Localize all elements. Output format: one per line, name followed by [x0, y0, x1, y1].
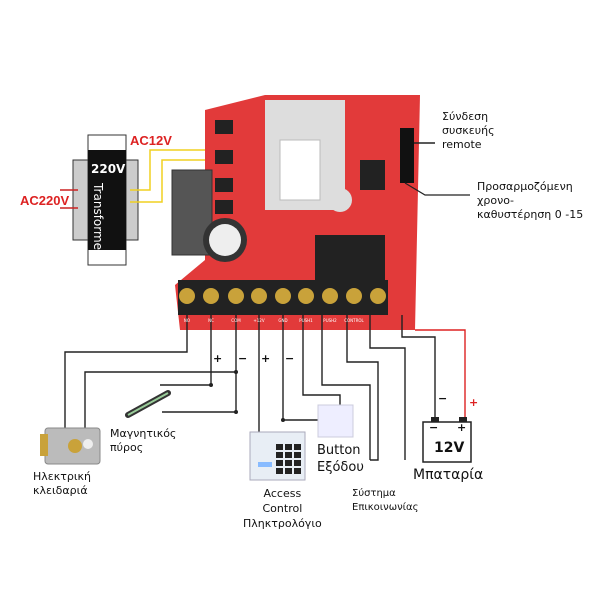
wires [64, 315, 436, 461]
terminal-screw [228, 288, 244, 304]
terminal-screw [275, 288, 291, 304]
keypad-key [285, 460, 292, 466]
terminal-screw [298, 288, 314, 304]
transformer [60, 134, 139, 266]
remote-line: remote [442, 138, 482, 151]
keypad-key [285, 452, 292, 458]
lock-line: Ηλεκτρική [33, 470, 91, 483]
minus-sign: − [285, 352, 295, 365]
terminal-screw [346, 288, 362, 304]
keypad-key [294, 468, 301, 474]
keypad-image [249, 431, 306, 481]
keypad-key [276, 460, 283, 466]
battery-positive-wire [415, 329, 466, 418]
minus-sign: − [238, 352, 248, 365]
delay-line: Προσαρμοζόμενη [477, 180, 573, 193]
remote-line: συσκευής [442, 124, 495, 137]
lock-line: κλειδαριά [33, 484, 88, 497]
battery-label: Μπαταρία [413, 467, 484, 483]
electric-lock-image [40, 427, 101, 465]
keypad-line: Access [263, 487, 302, 500]
magnet-line: πύρος [110, 441, 144, 454]
battery-wire-plus: + [469, 396, 479, 409]
comm-line: Σύστημα [352, 488, 396, 499]
remote-line: Σύνδεση [442, 110, 489, 123]
delay-line: χρονο- [477, 194, 514, 207]
terminal-screw [179, 288, 195, 304]
keypad-key [276, 468, 283, 474]
transformer-text: Transformer [91, 182, 106, 256]
terminal-screw [370, 288, 386, 304]
terminal-screw [203, 288, 219, 304]
button-line: Button [317, 443, 361, 458]
exit-button-image [317, 404, 354, 438]
battery-minus: − [429, 421, 439, 434]
battery-wire-minus: − [438, 392, 448, 405]
terminal-label: PUSH2 [323, 318, 337, 323]
battery-image [422, 417, 472, 463]
keypad-key [294, 452, 301, 458]
terminal-label: NC [208, 318, 214, 323]
terminal-label: COM [231, 318, 241, 323]
keypad-line: Πληκτρολόγιο [243, 517, 322, 530]
terminal-label: +12V [253, 318, 265, 323]
delay-line: καθυστέρηση 0 -15 [477, 208, 584, 221]
keypad-key [285, 468, 292, 474]
battery-plus: + [457, 421, 467, 434]
magnet-line: Μαγνητικός [110, 427, 177, 440]
magnetic-lock-image [125, 390, 171, 418]
keypad-key [294, 444, 301, 450]
controller-board [171, 95, 420, 330]
plus-sign: + [261, 352, 271, 365]
button-line: Εξόδου [317, 460, 364, 475]
keypad-key [276, 444, 283, 450]
ac-wire [130, 159, 205, 203]
terminal-label: GND [278, 318, 288, 323]
keypad-line: Control [262, 502, 303, 515]
keypad-key [276, 452, 283, 458]
keypad-key [294, 460, 301, 466]
plus-sign: + [213, 352, 223, 365]
transformer-voltage: 220V [91, 162, 126, 176]
delay-pointer [404, 182, 470, 196]
terminal-label: PUSH1 [299, 318, 313, 323]
comm-line: Επικοινωνίας [352, 502, 419, 513]
terminal-label: NO [183, 318, 191, 323]
ac12v-label: AC12V [130, 133, 172, 148]
keypad-key [285, 444, 292, 450]
ac220v-label: AC220V [20, 193, 70, 208]
terminal-screw [322, 288, 338, 304]
ac-wire [130, 149, 205, 191]
terminal-screw [251, 288, 267, 304]
terminal-label: CONTROL [344, 318, 364, 323]
battery-voltage: 12V [434, 440, 465, 456]
